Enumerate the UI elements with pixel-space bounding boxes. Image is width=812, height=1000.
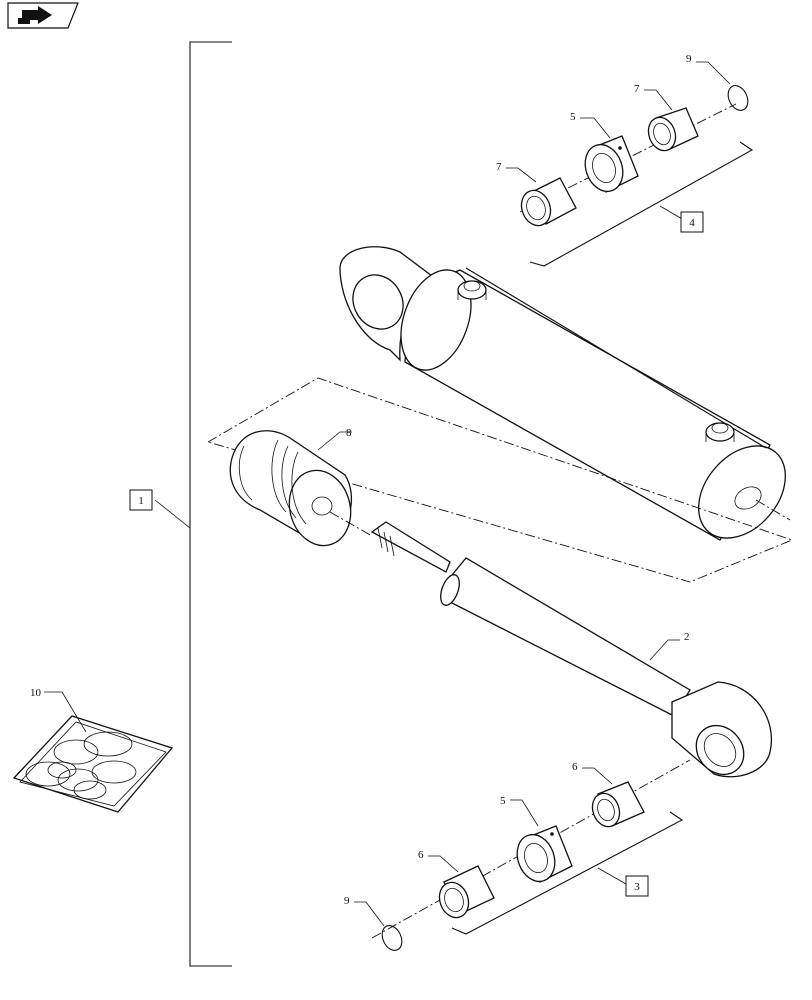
callout-7-top: 7 [634, 83, 640, 95]
callout-9-bottom: 9 [344, 895, 350, 907]
spherical-bearing-5-lower [516, 825, 573, 883]
svg-text:4: 4 [689, 217, 695, 229]
lower-bushing-group [381, 781, 684, 951]
bushing-7-upper-left [520, 177, 577, 227]
svg-text:1: 1 [138, 495, 144, 507]
box-label-1[interactable]: 1 [129, 489, 153, 511]
callout-leaders [44, 61, 731, 927]
axis-line-barrel [755, 499, 791, 521]
callout-6-right: 6 [572, 761, 578, 773]
bushing-6-lower-right [591, 781, 645, 828]
spherical-bearing-5-upper [584, 135, 639, 193]
assembly-envelope-line [207, 377, 794, 583]
callout-8: 8 [346, 427, 352, 439]
callout-10: 10 [30, 687, 42, 699]
piston-drawing [229, 430, 353, 547]
callout-5-bottom: 5 [500, 795, 506, 807]
upper-bushing-group [520, 85, 754, 267]
snap-ring-9-upper [727, 85, 749, 111]
callout-6-left: 6 [418, 849, 424, 861]
snap-ring-9-lower [381, 925, 403, 951]
seal-kit-drawing [12, 715, 174, 813]
bushing-6-lower-left [438, 865, 495, 919]
box-label-3[interactable]: 3 [625, 875, 649, 897]
cylinder-barrel-drawing [339, 246, 786, 541]
axis-line-piston [329, 511, 373, 537]
hydraulic-port-bottom [705, 422, 735, 442]
svg-text:3: 3 [634, 881, 640, 893]
callout-7-mid: 7 [496, 161, 502, 173]
assembly-bracket [154, 41, 232, 967]
callout-9-top: 9 [686, 53, 692, 65]
piston-rod-drawing [370, 521, 773, 778]
bushing-7-upper-right [647, 107, 699, 152]
callout-5-top: 5 [570, 111, 576, 123]
box-label-4[interactable]: 4 [680, 211, 704, 233]
next-page-arrow-icon[interactable] [7, 2, 79, 29]
callout-2: 2 [684, 631, 690, 643]
hydraulic-port-top [457, 280, 487, 300]
